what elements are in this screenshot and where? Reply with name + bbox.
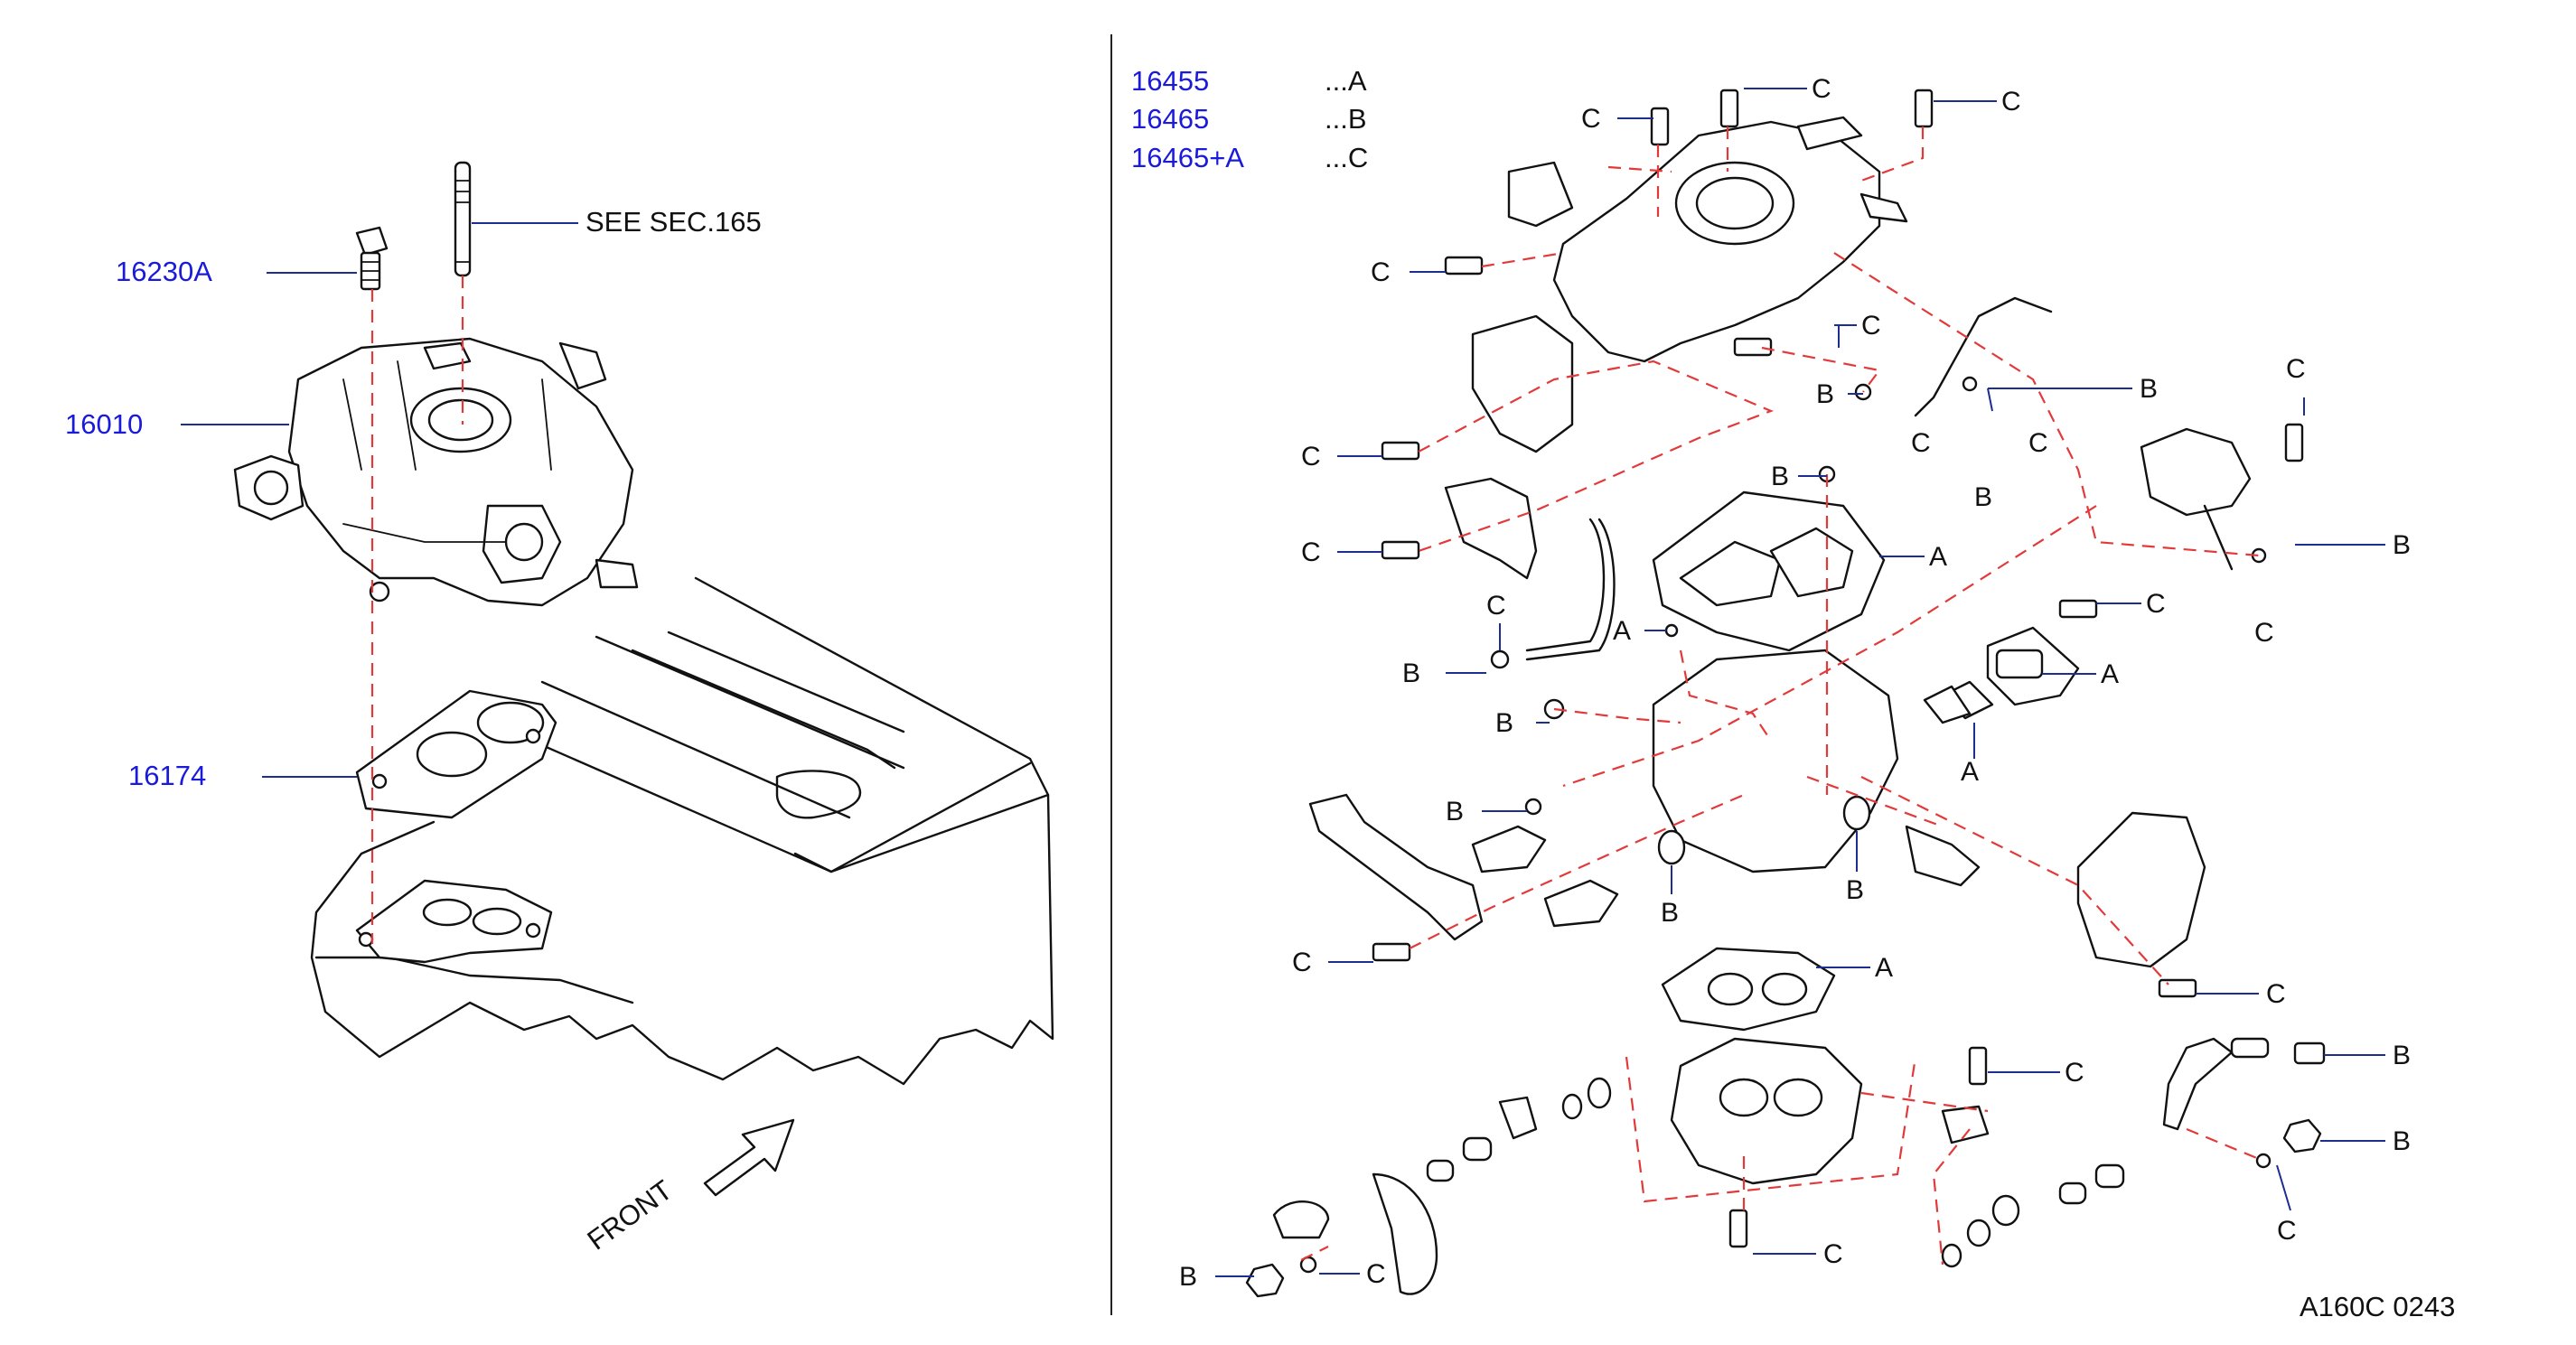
callout-b[interactable]: B [2140,374,2158,404]
main-body[interactable] [1652,649,1899,873]
shaft-parts-right [1941,1037,2270,1268]
callout-b[interactable]: B [1771,462,1789,491]
callout-b[interactable]: B [2393,530,2411,560]
carburetor-16010-drawing[interactable] [233,337,639,607]
callout-c[interactable]: C [1301,537,1321,567]
right-panel: 16455 ...A 16465 ...B 16465+A ...C [1131,65,2455,1322]
callout-b[interactable]: B [2393,1041,2411,1070]
callout-b[interactable]: B [1974,482,1992,512]
part-label-16010[interactable]: 16010 [65,408,143,440]
part-label-16230A[interactable]: 16230A [116,256,212,287]
engine-manifold-drawing [310,576,1054,1086]
assembly-dashed-lines [1300,126,2264,1266]
callout-c[interactable]: C [2065,1058,2084,1088]
callout-c[interactable]: C [2028,428,2048,458]
callout-c[interactable]: C [1486,591,1506,621]
front-label: FRONT [582,1174,679,1256]
callout-c[interactable]: C [1371,257,1391,287]
legend-code-0: ...A [1325,65,1367,97]
callout-c[interactable]: C [2277,1216,2297,1246]
throttle-body[interactable] [1670,1037,1863,1185]
callout-b[interactable]: B [1661,898,1679,928]
callout-b[interactable]: B [1495,708,1513,738]
callout-a[interactable]: A [2101,659,2119,689]
choke-bracket[interactable] [2140,427,2252,517]
callout-a[interactable]: A [1961,757,1979,787]
callout-a[interactable]: A [1875,953,1893,983]
legend-code-2: ...C [1325,142,1368,173]
callout-a[interactable]: A [1929,542,1947,572]
front-arrow: FRONT [582,1118,795,1256]
callout-b[interactable]: B [1846,875,1864,905]
legend-part-1[interactable]: 16465 [1131,103,1209,135]
left-cover-plate[interactable] [1471,314,1574,453]
diagram-code: A160C 0243 [2300,1291,2455,1322]
right-housing[interactable] [2076,811,2206,968]
stud-drawing[interactable] [454,161,472,277]
callout-letters: C C C C C B B C C B C C B A C B C C A C … [1179,74,2411,1292]
callout-c[interactable]: C [2001,87,2021,117]
bolts [1372,89,2326,1248]
gasket-16174-drawing[interactable] [355,689,557,819]
callout-c[interactable]: C [2266,979,2286,1009]
callout-c[interactable]: C [1861,311,1881,341]
callout-a[interactable]: A [1613,616,1631,646]
callout-b[interactable]: B [1179,1262,1197,1292]
left-panel: 16230A SEE SEC.165 16010 16174 FRONT [65,161,1054,1256]
callout-b[interactable]: B [1402,658,1420,688]
callout-b[interactable]: B [1446,797,1464,827]
callout-c[interactable]: C [2254,618,2274,648]
callout-b[interactable]: B [1816,379,1834,409]
part-label-16174[interactable]: 16174 [128,760,206,791]
callout-c[interactable]: C [1301,442,1321,472]
bracket-mid-left[interactable] [1444,477,1538,580]
callout-c[interactable]: C [1366,1259,1386,1289]
callout-c[interactable]: C [1823,1239,1843,1269]
callout-c[interactable]: C [1911,428,1931,458]
bolt-16230A-drawing[interactable] [355,226,389,291]
see-section-ref: SEE SEC.165 [585,206,762,238]
front-arrow-icon [703,1118,795,1197]
callout-c[interactable]: C [2146,589,2166,619]
callout-b[interactable]: B [2393,1126,2411,1156]
legend-part-0[interactable]: 16455 [1131,65,1209,97]
callout-leaders [1215,88,2385,1277]
callout-c[interactable]: C [1292,948,1312,977]
legend-part-2[interactable]: 16465+A [1131,142,1244,173]
legend-code-1: ...B [1325,103,1367,135]
exploded-carburetor-drawing [1245,89,2326,1298]
callout-c[interactable]: C [2286,354,2306,384]
callout-c[interactable]: C [1581,104,1601,134]
callout-c[interactable]: C [1812,74,1831,104]
shaft-parts-left [1272,1077,1612,1295]
left-lever[interactable] [1308,793,1484,941]
legend: 16455 ...A 16465 ...B 16465+A ...C [1131,65,1368,173]
